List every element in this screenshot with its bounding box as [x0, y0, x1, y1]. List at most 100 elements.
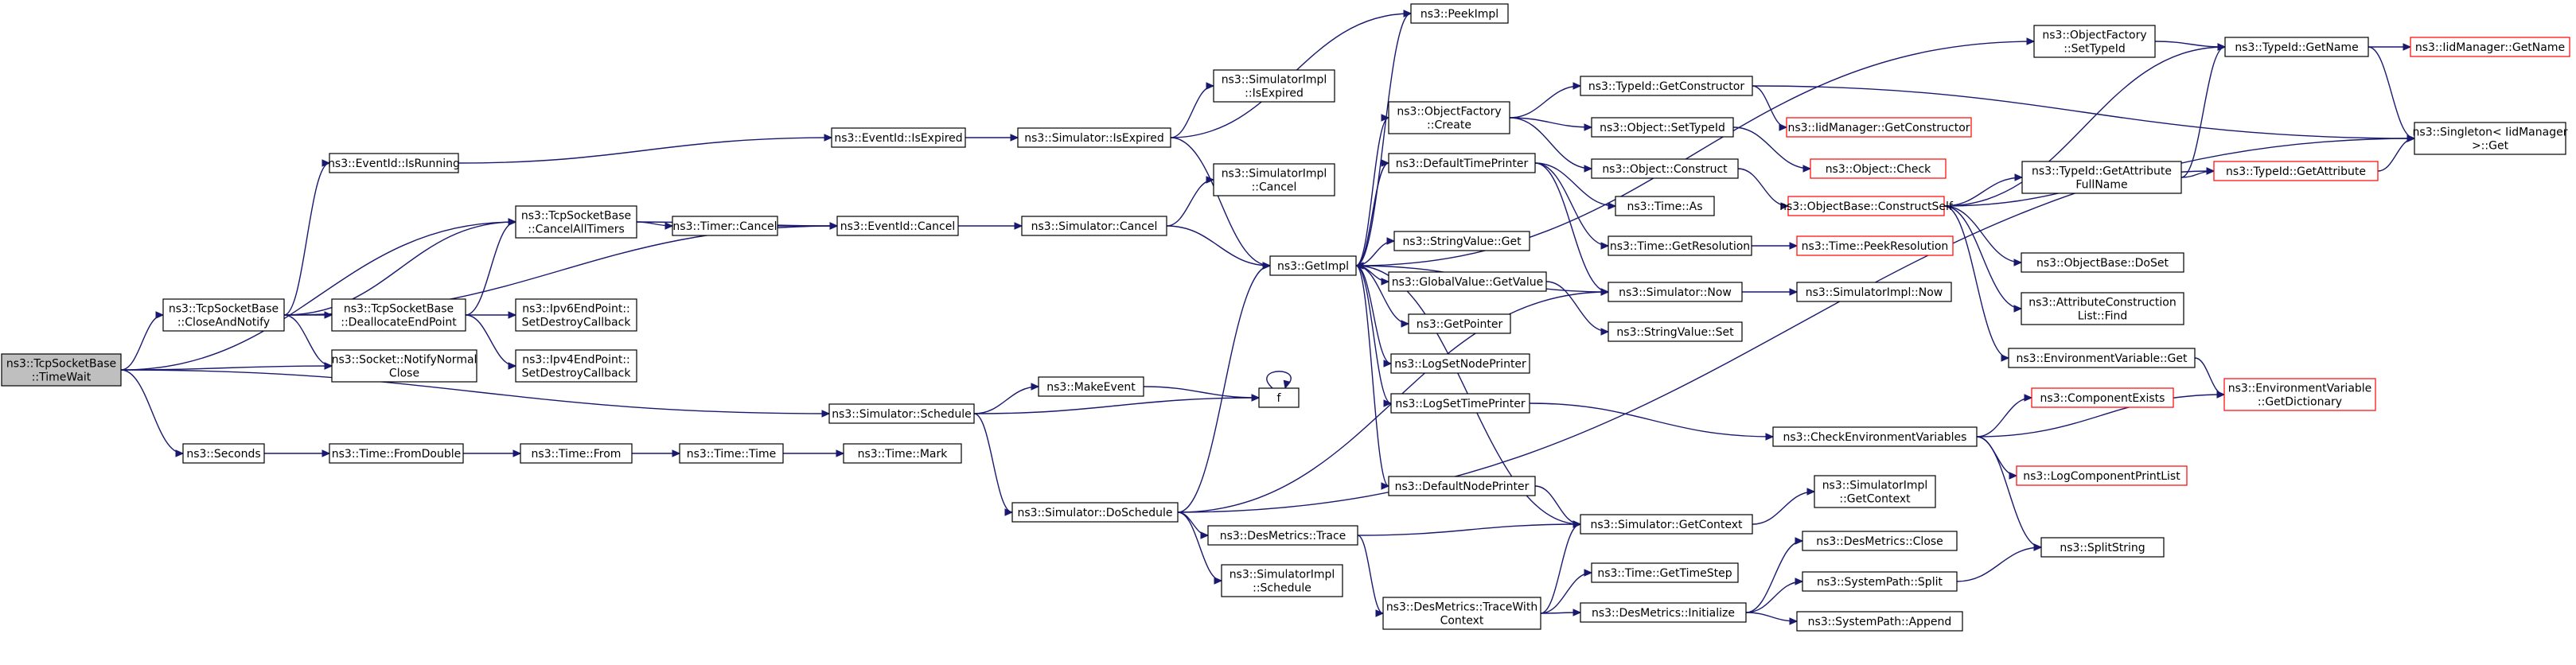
node-typeid-getconstructor[interactable]: ns3::TypeId::GetConstructor: [1580, 76, 1753, 96]
node-eventid-cancel[interactable]: ns3::EventId::Cancel: [836, 216, 959, 236]
node-logsettimeprinter[interactable]: ns3::LogSetTimePrinter: [1390, 393, 1530, 414]
node-iidmanager-getname[interactable]: ns3::IidManager::GetName: [2410, 37, 2570, 57]
node-checkenvvars[interactable]: ns3::CheckEnvironmentVariables: [1772, 426, 1978, 447]
node-objectbase-doset[interactable]: ns3::ObjectBase::DoSet: [2021, 252, 2184, 273]
node-time-gettimestep[interactable]: ns3::Time::GetTimeStep: [1591, 562, 1739, 583]
node-simimpl-schedule[interactable]: ns3::SimulatorImpl::Schedule: [1221, 564, 1343, 597]
node-defaultnodeprinter[interactable]: ns3::DefaultNodePrinter: [1388, 476, 1536, 496]
edge-eventid_isexpired-to-sim_isexpired-arrowhead: [1010, 134, 1019, 142]
node-time-mark[interactable]: ns3::Time::Mark: [843, 443, 962, 464]
node-simimpl-now[interactable]: ns3::SimulatorImpl::Now: [1796, 282, 1952, 302]
node-sim-getcontext[interactable]: ns3::Simulator::GetContext: [1580, 514, 1753, 535]
node-logcomponentprintlist[interactable]: ns3::LogComponentPrintList: [2016, 465, 2188, 486]
node-objectbase-constructself[interactable]: ns3::ObjectBase::ConstructSelf: [1779, 196, 1954, 216]
edge-objfactory_settypeid-to-typeid_getname: [2154, 41, 2227, 51]
edge-getimpl-to-logsetnodeprinter-arrowhead: [1383, 360, 1393, 368]
node-envvar-get[interactable]: ns3::EnvironmentVariable::Get: [2008, 348, 2196, 368]
node-ipv6-setdestroy[interactable]: ns3::Ipv6EndPoint::SetDestroyCallback: [515, 298, 637, 332]
node-splitstring[interactable]: ns3::SplitString: [2040, 537, 2165, 558]
edge-defaulttimeprinter-to-sim_now-arrowhead: [1600, 288, 1610, 296]
node-label: ns3::SimulatorImpl: [1230, 569, 1335, 581]
edge-closeandnotify-to-notifynormalclose-arrowhead: [324, 362, 333, 370]
node-objfactory-create[interactable]: ns3::ObjectFactory::Create: [1388, 101, 1510, 134]
node-eventid-isexpired[interactable]: ns3::EventId::IsExpired: [831, 127, 966, 148]
node-label: ::GetDictionary: [2258, 396, 2342, 409]
node-stringvalue-get[interactable]: ns3::StringValue::Get: [1393, 231, 1530, 251]
node-time-peekresolution[interactable]: ns3::Time::PeekResolution: [1796, 235, 1954, 256]
node-globalvalue-getvalue[interactable]: ns3::GlobalValue::GetValue: [1388, 271, 1547, 292]
node-time-time[interactable]: ns3::Time::Time: [679, 443, 784, 464]
edge-desmetrics_initialize-to-systempath_split: [1745, 578, 1804, 613]
node-defaulttimeprinter[interactable]: ns3::DefaultTimePrinter: [1388, 153, 1536, 173]
node-time-fromdouble[interactable]: ns3::Time::FromDouble: [329, 443, 464, 464]
node-label: ns3::DesMetrics::TraceWith: [1386, 601, 1537, 614]
node-iidmanager-getconstructor[interactable]: ns3::IidManager::GetConstructor: [1786, 117, 1972, 138]
node-seconds[interactable]: ns3::Seconds: [182, 443, 265, 464]
edge-getimpl-to-objfactory_settypeid: [1355, 37, 2036, 266]
node-getimpl[interactable]: ns3::GetImpl: [1269, 255, 1357, 276]
edge-getimpl-to-peekimpl: [1355, 10, 1413, 266]
node-ipv4-setdestroy[interactable]: ns3::Ipv4EndPoint::SetDestroyCallback: [515, 349, 637, 383]
node-object-check[interactable]: ns3::Object::Check: [1810, 158, 1947, 179]
node-time-from[interactable]: ns3::Time::From: [520, 443, 633, 464]
node-box: [1213, 69, 1335, 103]
node-closeandnotify[interactable]: ns3::TcpSocketBase::CloseAndNotify: [162, 298, 285, 332]
node-objfactory-settypeid[interactable]: ns3::ObjectFactory::SetTypeId: [2033, 25, 2156, 58]
edge-checkenvvars-to-logcomponentprintlist-arrowhead: [2009, 472, 2018, 480]
node-timewait[interactable]: ns3::TcpSocketBase::TimeWait: [1, 353, 122, 387]
edge-globalvalue_getvalue-to-stringvalue_set: [1545, 281, 1610, 336]
node-systempath-append[interactable]: ns3::SystemPath::Append: [1796, 611, 1963, 632]
edge-logsettimeprinter-to-checkenvvars-arrowhead: [1765, 433, 1775, 441]
node-desmetrics-trace[interactable]: ns3::DesMetrics::Trace: [1207, 525, 1358, 546]
node-box: [1580, 602, 1747, 623]
node-makeevent[interactable]: ns3::MakeEvent: [1038, 376, 1144, 397]
node-desmetrics-close[interactable]: ns3::DesMetrics::Close: [1802, 531, 1958, 551]
node-label: ns3::GlobalValue::GetValue: [1392, 276, 1543, 289]
node-cancelalltimers[interactable]: ns3::TcpSocketBase::CancelAllTimers: [515, 205, 637, 239]
node-typeid-getattribute[interactable]: ns3::TypeId::GetAttribute: [2213, 161, 2379, 181]
node-stringvalue-set[interactable]: ns3::StringValue::Set: [1608, 321, 1743, 342]
node-systempath-split[interactable]: ns3::SystemPath::Split: [1802, 571, 1958, 592]
node-componentexists[interactable]: ns3::ComponentExists: [2031, 387, 2174, 408]
node-sim-schedule[interactable]: ns3::Simulator::Schedule: [828, 403, 975, 424]
node-simimpl-getcontext[interactable]: ns3::SimulatorImpl::GetContext: [1814, 475, 1936, 508]
node-box: [1390, 353, 1530, 374]
edge-sim_getcontext-to-simimpl_getcontext: [1752, 488, 1816, 525]
node-getpointer[interactable]: ns3::GetPointer: [1408, 313, 1511, 334]
node-simimpl-cancel[interactable]: ns3::SimulatorImpl::Cancel: [1213, 163, 1335, 196]
node-sim-now[interactable]: ns3::Simulator::Now: [1608, 282, 1743, 302]
node-deallocateendpoint[interactable]: ns3::TcpSocketBase::DeallocateEndPoint: [331, 298, 466, 332]
node-simimpl-isexpired[interactable]: ns3::SimulatorImpl::IsExpired: [1213, 69, 1335, 103]
node-label: ::SetTypeId: [2064, 43, 2126, 56]
node-label: ns3::DefaultTimePrinter: [1396, 158, 1529, 170]
node-sim-isexpired[interactable]: ns3::Simulator::IsExpired: [1017, 127, 1171, 148]
node-logsetnodeprinter[interactable]: ns3::LogSetNodePrinter: [1390, 353, 1530, 374]
node-sim-cancel[interactable]: ns3::Simulator::Cancel: [1021, 216, 1167, 236]
edge-desmetrics_initialize-to-desmetrics_close: [1745, 537, 1804, 613]
node-peekimpl[interactable]: ns3::PeekImpl: [1410, 3, 1509, 24]
node-time-as[interactable]: ns3::Time::As: [1615, 196, 1715, 216]
node-f[interactable]: f: [1258, 387, 1300, 408]
node-object-settypeid[interactable]: ns3::Object::SetTypeId: [1591, 117, 1734, 138]
node-box: [1608, 282, 1743, 302]
node-sim-doschedule[interactable]: ns3::Simulator::DoSchedule: [1011, 502, 1179, 523]
edge-desmetrics_tracewithcontext-to-time_gettimestep-arrowhead: [1584, 569, 1593, 577]
node-label: ns3::IidManager::GetConstructor: [1787, 122, 1970, 134]
node-box: [1796, 235, 1954, 256]
node-eventid-isrunning[interactable]: ns3::EventId::IsRunning: [328, 153, 460, 173]
node-singleton-get[interactable]: ns3::Singleton< IidManager>::Get: [2413, 122, 2568, 155]
edge-checkenvvars-to-splitstring: [1976, 436, 2043, 551]
node-typeid-getname[interactable]: ns3::TypeId::GetName: [2224, 37, 2369, 57]
node-timer-cancel[interactable]: ns3::Timer::Cancel: [672, 216, 778, 236]
node-desmetrics-initialize[interactable]: ns3::DesMetrics::Initialize: [1580, 602, 1747, 623]
edge-time_from-to-time_time-arrowhead: [672, 449, 681, 457]
node-envvar-getdictionary[interactable]: ns3::EnvironmentVariable::GetDictionary: [2223, 378, 2376, 411]
node-object-construct[interactable]: ns3::Object::Construct: [1591, 158, 1739, 179]
edge-time_from-to-time_time: [632, 449, 681, 457]
node-time-getresolution[interactable]: ns3::Time::GetResolution: [1608, 235, 1752, 256]
node-label: ns3::Singleton< IidManager: [2413, 126, 2568, 139]
